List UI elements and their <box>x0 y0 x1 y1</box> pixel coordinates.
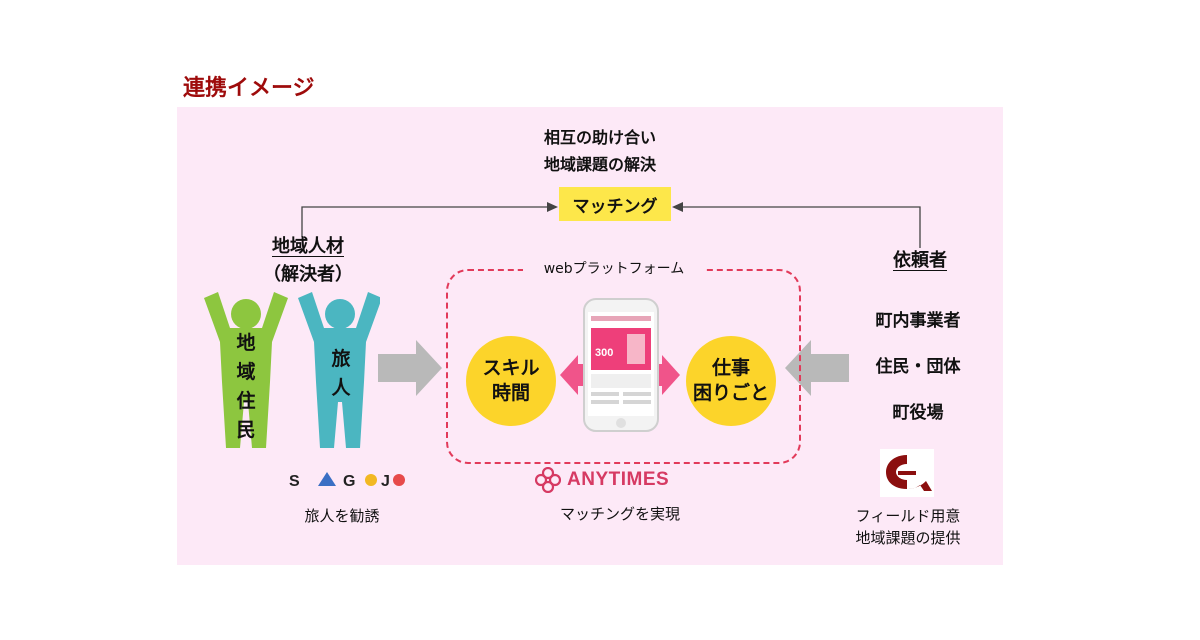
resolver-heading: 地域人材 （解決者） <box>243 233 373 289</box>
skill-time-circle: スキル 時間 <box>466 336 556 426</box>
local-char-2: 域 <box>236 361 256 383</box>
requester-item-residents: 住民・団体 <box>875 357 961 377</box>
arrowhead-left <box>672 202 683 212</box>
arrow-right-icon <box>378 340 442 396</box>
platform-label: webプラットフォーム <box>523 259 705 279</box>
sagojo-letter-s: S <box>289 473 300 490</box>
flower-icon <box>535 467 561 493</box>
sagojo-caption: 旅人を勧誘 <box>304 507 380 525</box>
local-char-3: 住 <box>236 390 256 412</box>
town-emblem-icon <box>880 449 934 497</box>
local-char-1: 地 <box>236 332 256 354</box>
people-figures <box>204 292 380 448</box>
smartphone-image: 300 <box>583 298 659 432</box>
traveler-figure <box>298 292 380 448</box>
traveler-char-2: 人 <box>331 377 351 399</box>
local-resident-figure <box>204 292 288 448</box>
goal-text: 相互の助け合い 地域課題の解決 <box>450 124 750 178</box>
triangle-icon <box>318 472 336 486</box>
page-title: 連携イメージ <box>183 76 315 101</box>
traveler-label: 旅 人 <box>326 345 356 403</box>
matching-label: マッチング <box>572 196 658 217</box>
sagojo-logo: S G J <box>289 472 405 490</box>
job-problem-circle: 仕事 困りごと <box>686 336 776 426</box>
anytimes-wordmark: ANYTIMES <box>567 469 670 490</box>
requester-item-town-office: 町役場 <box>892 403 944 423</box>
goal-line-1: 相互の助け合い <box>543 128 656 147</box>
resolver-line-2: （解決者） <box>263 264 353 285</box>
requester-item-businesses: 町内事業者 <box>875 311 961 331</box>
problem-line-1: 仕事 <box>711 357 750 379</box>
field-caption: フィールド用意 地域課題の提供 <box>828 505 988 549</box>
anytimes-caption: マッチングを実現 <box>559 505 680 523</box>
anytimes-logo: ANYTIMES <box>535 467 705 493</box>
requester-heading: 依頼者 <box>893 250 947 271</box>
local-resident-label: 地 域 住 民 <box>231 329 261 445</box>
traveler-char-1: 旅 <box>331 348 351 370</box>
local-char-4: 民 <box>236 419 256 441</box>
circle-red-icon <box>393 474 405 486</box>
sagojo-letter-g: G <box>343 473 355 490</box>
sagojo-letter-j: J <box>381 473 390 490</box>
matching-box: マッチング <box>559 187 671 221</box>
skill-line-1: スキル <box>482 357 540 379</box>
goal-line-2: 地域課題の解決 <box>543 155 656 174</box>
arrowhead-right <box>547 202 558 212</box>
field-line-1: フィールド用意 <box>855 507 961 525</box>
phone-value: 300 <box>595 347 613 359</box>
field-line-2: 地域課題の提供 <box>855 529 961 547</box>
resolver-line-1: 地域人材 <box>272 236 344 257</box>
skill-line-2: 時間 <box>491 382 530 404</box>
problem-line-2: 困りごと <box>692 382 769 404</box>
circle-yellow-icon <box>365 474 377 486</box>
arrow-left-icon <box>785 340 849 396</box>
